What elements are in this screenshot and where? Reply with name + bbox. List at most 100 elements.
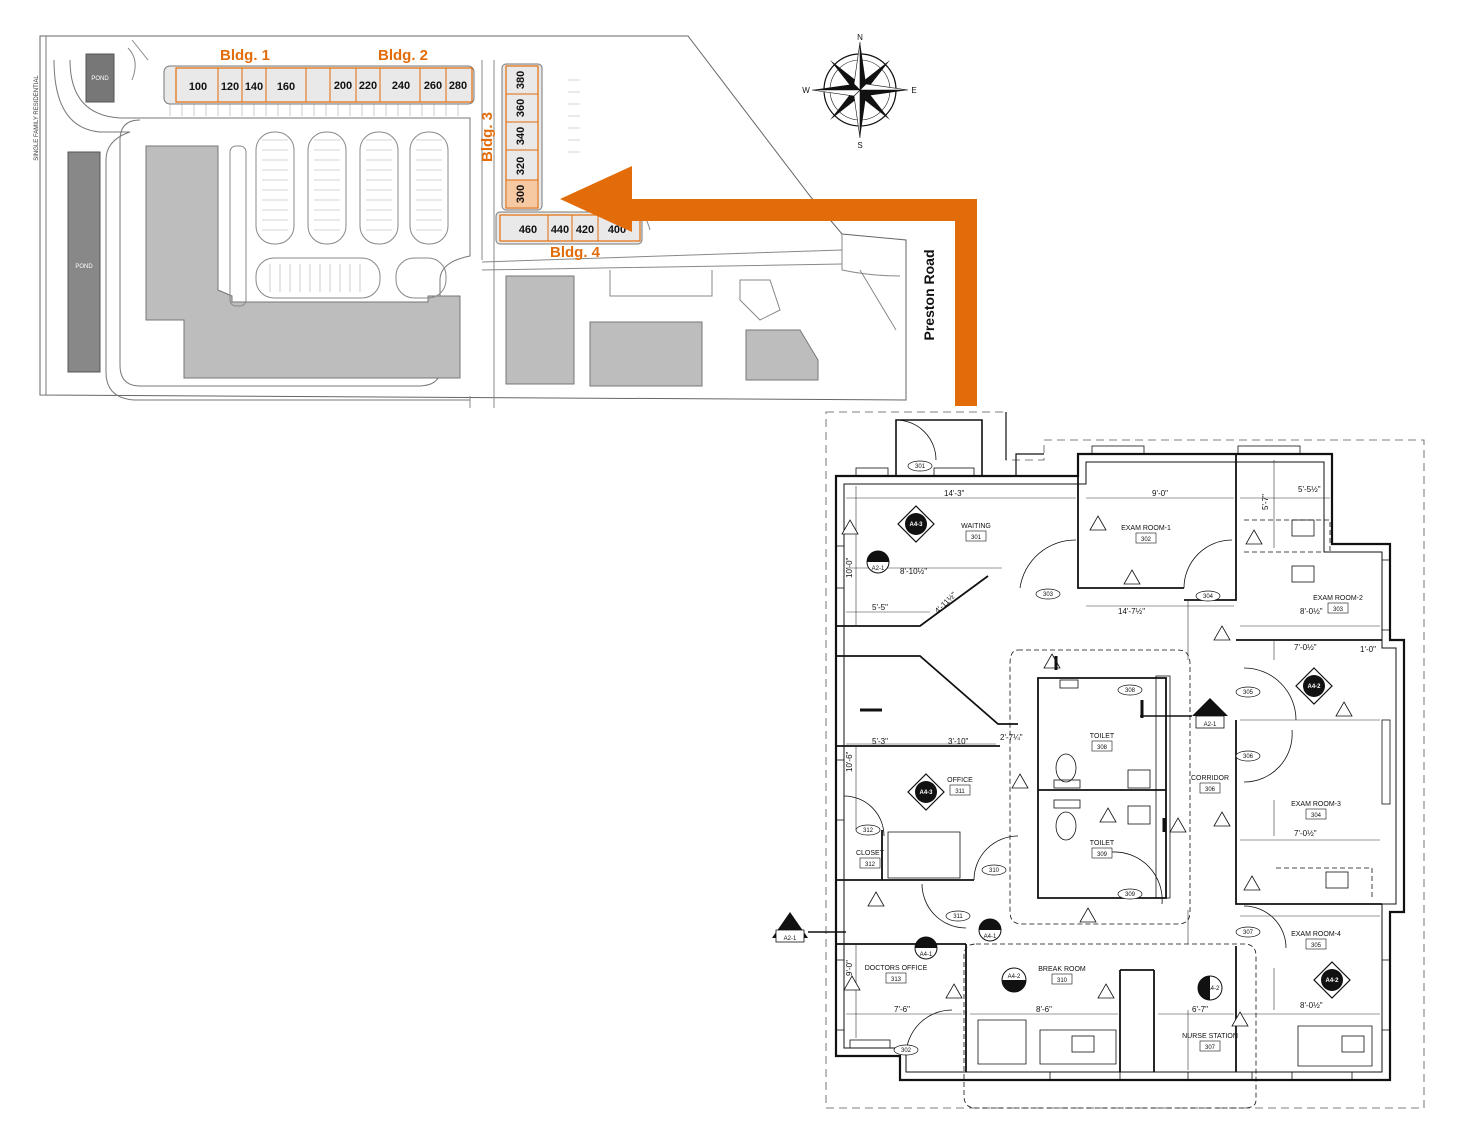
unit-300: 300	[515, 185, 527, 203]
room-number-312: 312	[865, 862, 876, 868]
room-name-313: DOCTORS OFFICE	[865, 965, 928, 972]
dim-6: 5'-5"	[872, 603, 888, 612]
section-tag-a2-1-corridor: A2-1	[1204, 722, 1217, 728]
room-number-313: 313	[891, 977, 902, 983]
dim-14: 7'-6"	[894, 1005, 910, 1014]
dim-17: 8'-0½"	[1300, 1001, 1323, 1010]
room-name-305: EXAM ROOM-4	[1291, 931, 1341, 938]
dim-18: 1'-0"	[1360, 645, 1376, 654]
room-name-311: OFFICE	[947, 777, 973, 784]
room-name-304: EXAM ROOM-3	[1291, 801, 1341, 808]
room-number-310: 310	[1057, 978, 1068, 984]
room-number-303: 303	[1333, 607, 1344, 613]
bldg-3: 380 360 340 320 300 Bldg. 3	[479, 63, 543, 211]
dim-7: 4'-11½"	[933, 590, 958, 615]
dim-11: 3'-10"	[948, 737, 969, 746]
door-tag-302: 302	[901, 1048, 912, 1054]
unit-120: 120	[221, 81, 239, 93]
dim-13: 7'-0½"	[1294, 829, 1317, 838]
unit-100: 100	[189, 81, 207, 93]
room-name-308: TOILET	[1090, 733, 1115, 740]
room-number-304: 304	[1311, 813, 1322, 819]
room-number-308: 308	[1097, 745, 1108, 751]
unit-460: 460	[519, 224, 537, 236]
unit-440: 440	[551, 224, 569, 236]
label-bldg-3: Bldg. 3	[479, 112, 496, 162]
room-number-309: 309	[1097, 852, 1108, 858]
section-tag-a4-2-break: A4-2	[1008, 974, 1021, 980]
compass-n: N	[857, 33, 863, 42]
building-east-a	[505, 275, 575, 385]
door-tag-308: 308	[1125, 688, 1136, 694]
room-name-306: CORRIDOR	[1191, 775, 1229, 782]
door-tag-303: 303	[1043, 592, 1054, 598]
building-east-c	[745, 329, 819, 381]
section-tag-a4-2-nurse: A4-2	[1207, 986, 1220, 992]
dim-5: 14'-7½"	[1118, 607, 1145, 616]
dim-19: 9'-0"	[845, 960, 854, 976]
room-number-305: 305	[1311, 943, 1322, 949]
building-east-b	[589, 321, 703, 387]
room-name-307: NURSE STATION	[1182, 1033, 1238, 1040]
unit-220: 220	[359, 80, 377, 92]
label-single-family: SINGLE FAMILY RESIDENTIAL	[34, 75, 40, 161]
unit-320: 320	[515, 157, 527, 175]
dim-12: 2'-7¼"	[1000, 733, 1023, 742]
pond-small	[85, 53, 115, 103]
dim-3: 5'-7"	[1261, 494, 1270, 510]
dim-2: 5'-5½"	[1298, 485, 1321, 494]
section-tag-a4-2-exam4: A4-2	[1325, 978, 1339, 984]
dim-8: 8'-0½"	[1300, 607, 1323, 616]
unit-420: 420	[576, 224, 594, 236]
label-bldg-2: Bldg. 2	[378, 47, 428, 64]
dim-10: 5'-3"	[872, 737, 888, 746]
label-bldg-1: Bldg. 1	[220, 47, 270, 64]
room-number-306: 306	[1205, 787, 1216, 793]
room-number-311: 311	[955, 789, 965, 795]
door-tag-301: 301	[915, 464, 926, 470]
floor-plan	[825, 411, 1425, 1109]
room-name-312: CLOSET	[856, 850, 885, 857]
room-name-302: EXAM ROOM-1	[1121, 525, 1171, 532]
room-name-303: EXAM ROOM-2	[1313, 595, 1363, 602]
bldg-4: 460 440 420 400 Bldg. 4	[495, 211, 643, 261]
room-labels: WAITING 301 EXAM ROOM-1 302 EXAM ROOM-2 …	[856, 523, 1363, 1052]
room-name-310: BREAK ROOM	[1038, 966, 1086, 973]
unit-160: 160	[277, 81, 295, 93]
label-preston-road: Preston Road	[921, 249, 937, 340]
section-tag-a4-1-office: A4-1	[984, 934, 997, 940]
room-number-307: 307	[1205, 1045, 1216, 1051]
compass-e: E	[911, 86, 916, 95]
compass-w: W	[802, 86, 810, 95]
door-tag-311: 311	[953, 914, 963, 920]
dim-16: 6'-7"	[1192, 1005, 1208, 1014]
unit-140: 140	[245, 81, 263, 93]
unit-240: 240	[392, 80, 410, 92]
dim-4: 8'-10½"	[900, 567, 927, 576]
section-tag-a4-3-waiting: A4-3	[909, 522, 923, 528]
dim-15: 8'-6"	[1036, 1005, 1052, 1014]
room-number-301: 301	[971, 535, 982, 541]
large-building	[145, 145, 461, 379]
label-pond-small: POND	[91, 76, 109, 82]
compass-s: S	[857, 141, 862, 150]
door-tag-307: 307	[1243, 930, 1254, 936]
north-arrow-icon: N S E W	[802, 33, 916, 150]
room-name-309: TOILET	[1090, 840, 1115, 847]
section-tag-a4-1-doctors: A4-1	[920, 952, 933, 958]
section-tag-a4-3-office: A4-3	[919, 790, 933, 796]
dim-0: 14'-3"	[944, 489, 965, 498]
unit-260: 260	[424, 80, 442, 92]
section-tag-a4-2-exam2: A4-2	[1307, 684, 1321, 690]
dim-20: 10'-0"	[845, 557, 854, 578]
dim-21: 10'-6"	[845, 751, 854, 772]
site-plan	[39, 35, 907, 408]
dim-9: 7'-0½"	[1294, 643, 1317, 652]
dim-1: 9'-0"	[1152, 489, 1168, 498]
section-tag-a2-1-waiting: A2-1	[872, 566, 885, 572]
location-arrow	[560, 166, 977, 406]
room-name-301: WAITING	[961, 523, 991, 530]
room-number-302: 302	[1141, 537, 1152, 543]
section-tag-a2-1-west: A2-1	[784, 936, 797, 942]
